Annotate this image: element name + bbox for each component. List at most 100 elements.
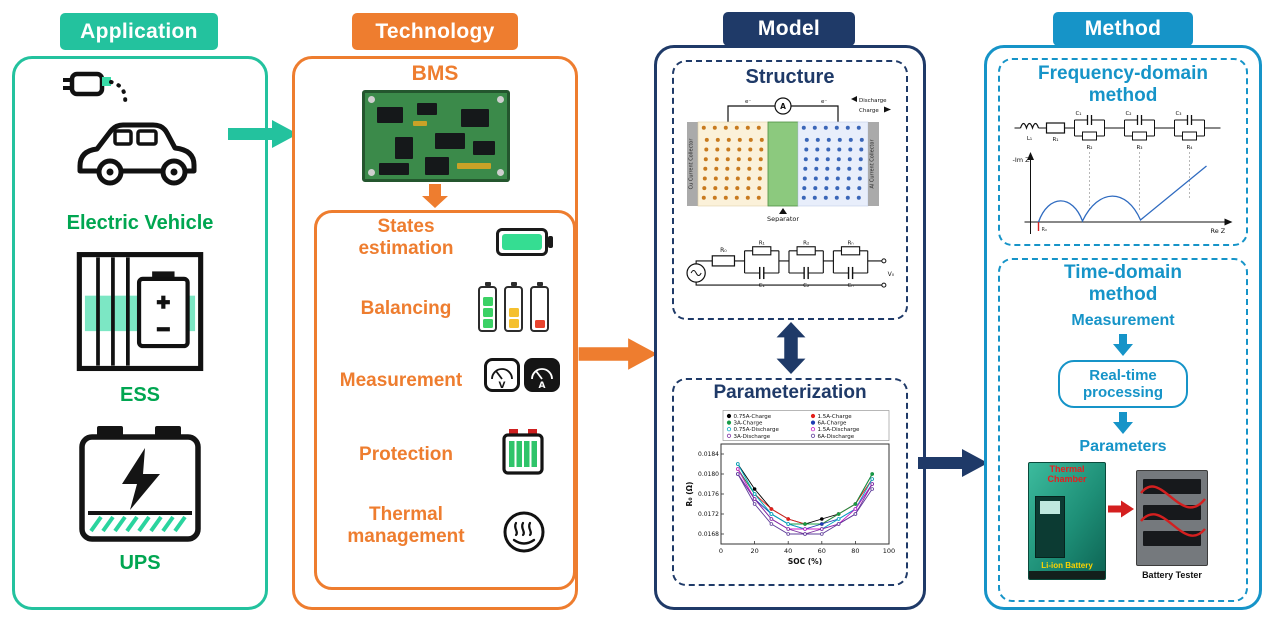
battery-level-icon	[496, 228, 553, 256]
svg-text:1.5A-Charge: 1.5A-Charge	[818, 414, 853, 420]
bms-label: BMS	[411, 62, 459, 85]
bms-down-arrow	[422, 184, 448, 208]
svg-text:80: 80	[851, 547, 859, 555]
nyq-c3-label: C₃	[1175, 111, 1181, 117]
svg-text:0.75A-Discharge: 0.75A-Discharge	[734, 427, 780, 433]
electron-label-left: e⁻	[745, 99, 751, 105]
electric-vehicle-icon	[63, 71, 197, 186]
chamber-door	[1035, 496, 1065, 558]
ess-icon	[76, 252, 204, 372]
thermal-chamber-label: Thermal Chamber	[1047, 464, 1087, 484]
measurement-step-label: Measurement	[1071, 312, 1175, 329]
electron-label-right: e⁻	[821, 99, 827, 105]
tester-cables	[1140, 485, 1206, 537]
svg-text:0.0168: 0.0168	[698, 531, 719, 538]
technology-header-label: Technology	[375, 19, 495, 43]
svg-text:100: 100	[883, 547, 895, 555]
thermal-icon	[503, 511, 545, 553]
svg-text:3A-Charge: 3A-Charge	[734, 421, 763, 427]
structure-parameterization-double-arrow	[776, 322, 806, 374]
protection-label: Protection	[359, 444, 453, 465]
svg-text:60: 60	[818, 547, 826, 555]
balancing-label: Balancing	[360, 298, 452, 319]
svg-text:1.5A-Discharge: 1.5A-Discharge	[818, 427, 861, 433]
nyq-r1-label: R₁	[1052, 137, 1058, 143]
r2-label: R₂	[803, 241, 809, 247]
ammeter-letter: A	[539, 381, 546, 391]
chamber-to-tester-arrow	[1108, 500, 1134, 518]
thermal-management-label: Thermal management	[347, 504, 465, 548]
measurement-down-arrow	[1113, 334, 1133, 356]
nyq-r4-label: R₄	[1186, 145, 1193, 151]
r1-label: R₁	[759, 241, 765, 247]
al-collector-label: Al Current Collector	[870, 139, 876, 189]
svg-text:SOC (%): SOC (%)	[788, 557, 822, 566]
nyq-c1-label: C₁	[1075, 111, 1081, 117]
rn-label: Rₙ	[848, 241, 854, 247]
voltmeter-letter: V	[499, 381, 506, 391]
svg-text:20: 20	[750, 547, 758, 555]
nyquist-r0-label: R₀	[1042, 227, 1047, 233]
nyquist-plot: L₁ R₁ C₁ R₂ C₂ R₃ C₃ R₄ -Im Z Re Z	[1013, 111, 1233, 235]
structure-title: Structure	[745, 66, 835, 88]
circuit-board-image	[362, 90, 510, 182]
discharge-label: Discharge	[859, 98, 887, 104]
nyquist-ylabel: -Im Z	[1013, 156, 1031, 164]
cathode-particles	[801, 125, 864, 200]
nyquist-xlabel: Re Z	[1211, 227, 1226, 235]
model-header: Model	[723, 12, 855, 46]
ammeter-icon: A	[524, 358, 560, 392]
parameterization-title: Parameterization	[713, 382, 867, 403]
equivalent-circuit-diagram: R₀ R₁ C₁ R₂ C₂ Rₙ Cₙ V₀	[686, 241, 895, 289]
application-header: Application	[60, 13, 218, 50]
battery-tester-label: Battery Tester	[1142, 570, 1202, 580]
method-header-label: Method	[1084, 17, 1162, 40]
cell-structure-diagram: A e⁻ e⁻ Discharge Charge Cu Current Coll…	[687, 96, 891, 222]
realtime-processing-label: Real-time processing	[1082, 366, 1164, 401]
nyq-r3-label: R₃	[1136, 145, 1142, 151]
svg-text:6A-Charge: 6A-Charge	[818, 421, 847, 427]
time-domain-title: Time-domain method	[1064, 262, 1182, 305]
separator-label: Separator	[767, 215, 799, 222]
measurement-label: Measurement	[339, 370, 463, 391]
application-to-technology-arrow	[228, 120, 298, 148]
svg-text:0.0176: 0.0176	[698, 491, 719, 498]
electric-vehicle-label: Electric Vehicle	[66, 212, 214, 234]
v0-label: V₀	[888, 271, 895, 278]
states-estimation-label: States estimation	[358, 216, 454, 260]
parameters-step-label: Parameters	[1079, 438, 1167, 455]
ammeter-label: A	[780, 102, 786, 111]
li-ion-battery-label: Li-ion Battery	[1041, 561, 1093, 570]
svg-text:0.0180: 0.0180	[698, 471, 719, 478]
cu-collector-label: Cu Current Collector	[689, 138, 695, 190]
frequency-domain-box	[998, 58, 1248, 246]
method-header: Method	[1053, 12, 1193, 46]
anode-particles	[701, 125, 764, 200]
battery-tester-image	[1136, 470, 1208, 566]
nyq-r2-label: R₂	[1086, 145, 1092, 151]
svg-text:R₀ (Ω): R₀ (Ω)	[685, 482, 694, 507]
svg-text:6A-Discharge: 6A-Discharge	[818, 434, 855, 440]
svg-text:0.75A-Charge: 0.75A-Charge	[734, 414, 772, 420]
ess-label: ESS	[119, 384, 161, 406]
svg-text:0.0184: 0.0184	[698, 451, 719, 458]
realtime-processing-box: Real-time processing	[1058, 360, 1188, 408]
model-to-method-arrow	[918, 449, 988, 477]
charge-label: Charge	[859, 108, 879, 114]
processing-down-arrow	[1113, 412, 1133, 434]
svg-text:0.0172: 0.0172	[698, 511, 719, 518]
technology-header: Technology	[352, 13, 518, 50]
model-header-label: Model	[757, 17, 821, 40]
application-header-label: Application	[80, 19, 198, 43]
nyq-c2-label: C₂	[1125, 111, 1131, 117]
frequency-domain-title: Frequency-domain method	[1038, 63, 1208, 106]
ups-icon	[79, 426, 201, 542]
protection-battery-icon	[502, 429, 544, 475]
ups-label: UPS	[119, 552, 161, 574]
c1-label: C₁	[759, 283, 765, 289]
r0-label: R₀	[720, 247, 727, 254]
nyq-l1-label: L₁	[1027, 136, 1032, 142]
thermal-chamber-image: Thermal Chamber Li-ion Battery	[1028, 462, 1106, 580]
